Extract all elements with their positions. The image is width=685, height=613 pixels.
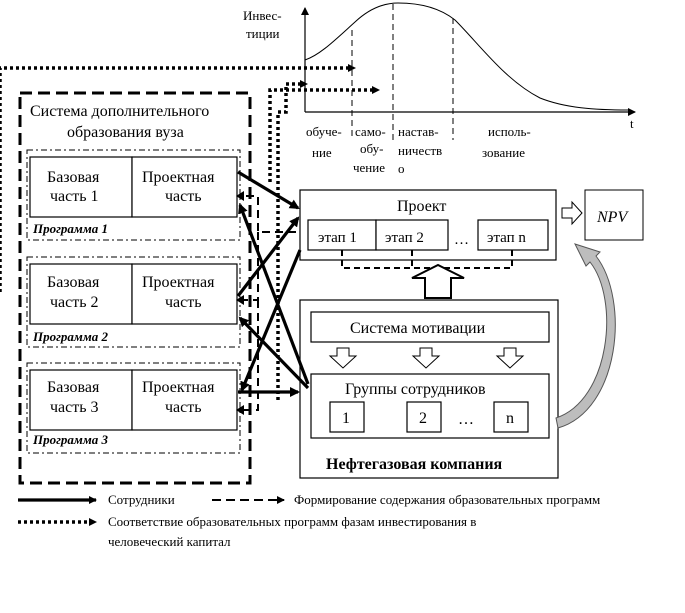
phase-1-label-l1: обуче- [306,124,342,139]
program-3-proj-l1: Проектная [142,379,215,396]
group-2-label: 2 [419,410,427,427]
employee-arrow-p2 [236,216,300,297]
company-name: Нефтегазовая компания [326,456,503,473]
program-1-proj-l2: часть [165,188,202,205]
legend-correspondence-label-l2: человеческий капитал [108,534,231,549]
motivation-arrow-1 [328,347,358,369]
program-2-base-l2: часть 2 [50,294,99,311]
npv-arrow [561,200,583,226]
university-system: Система дополнительного образования вуза… [18,91,252,485]
program-1-base-l1: Базовая [47,169,100,186]
feedback-arrow [555,243,616,429]
group-1-label: 1 [342,410,350,427]
group-n-label: n [506,410,514,427]
university-system-frame [18,91,252,485]
npv-box [584,189,644,241]
y-axis-label-line2: тиции [246,26,280,41]
motivation-box [310,311,550,343]
legend: Сотрудники Формирование содержания образ… [18,492,600,549]
program-3-base-part [29,369,133,431]
university-system-title-l2: образования вуза [67,124,184,141]
motivation-arrow-3 [495,347,525,369]
npv-label: NPV [596,209,629,226]
project-stage-n [477,219,549,251]
program-1: Базовая часть 1 Проектная часть Программ… [26,149,241,241]
phase-1-label-l2: ние [312,145,332,160]
correspondence-line-1 [0,66,348,292]
program-3-base-l2: часть 3 [50,399,99,416]
employee-arrows [236,170,310,397]
employee-arrow-group-p1 [238,203,310,385]
project-stage-2-label: этап 2 [385,230,424,246]
program-3-proj-l2: часть [165,399,202,416]
program-3-caption: Программа 3 [32,432,108,447]
program-3: Базовая часть 3 Проектная часть Программ… [26,362,241,454]
content-formation-arrows [244,195,296,411]
program-3-base-l1: Базовая [47,379,100,396]
university-system-title-l1: Система дополнительного [30,103,209,120]
group-1-box [329,401,365,433]
phase-3-label-l3: о [398,161,405,176]
program-1-caption: Программа 1 [32,221,108,236]
project-stage-ellipsis: … [454,232,469,248]
correspondence-line-3 [276,82,300,400]
employee-arrow-p1 [237,170,300,210]
phase-2-label-l1: само- [355,124,386,139]
correspondence-line-2 [268,88,372,182]
npv-block: NPV [561,189,644,241]
program-1-project-part [131,156,238,218]
project-stage-1-label: этап 1 [318,230,357,246]
program-2: Базовая часть 2 Проектная часть Программ… [26,256,241,348]
program-3-project-part [131,369,238,431]
program-2-proj-l2: часть [165,294,202,311]
correspondence-arrowheads [300,64,380,94]
phase-4-label-l1: исполь- [488,124,531,139]
group-2-box [406,401,442,433]
company-to-project-arrow [411,263,465,299]
stage-links [341,250,513,269]
investment-curve [304,2,629,111]
investment-curve-chart: Инвес- тиции t обуче- ние само- обу- чен… [243,2,636,176]
program-1-proj-l1: Проектная [142,169,215,186]
legend-employees-label: Сотрудники [108,492,175,507]
program-2-project-part [131,263,238,325]
legend-content-formation-label: Формирование содержания образовательных … [294,492,600,507]
project-block: Проект этап 1 этап 2 … этап n [299,189,557,261]
program-2-caption: Программа 2 [32,329,108,344]
employee-arrow-group-p2 [238,316,310,390]
project-stage-n-label: этап n [487,230,526,246]
program-2-base-l1: Базовая [47,274,100,291]
company-block: Система мотивации Группы сотрудников 1 2… [299,299,559,479]
motivation-arrow-2 [411,347,441,369]
legend-correspondence-label-l1: Соответствие образовательных программ фа… [108,514,476,529]
y-axis-label-line1: Инвес- [243,8,282,23]
program-2-base-part [29,263,133,325]
program-2-proj-l1: Проектная [142,274,215,291]
group-ellipsis: … [458,411,474,428]
phase-2-label-l2: обу- [360,141,383,156]
program-1-base-l2: часть 1 [50,188,99,205]
phase-3-label-l1: настав- [398,124,439,139]
phase-2-label-l3: чение [353,160,385,175]
content-formation-arrowheads [236,191,244,415]
correspondence-lines [0,66,372,400]
program-1-base-part [29,156,133,218]
phase-3-label-l2: ничеств [398,143,442,158]
project-stage-2 [375,219,449,251]
motivation-label: Система мотивации [350,320,486,337]
group-n-box [493,401,529,433]
t-axis-label: t [630,116,634,131]
employee-groups-title: Группы сотрудников [345,381,486,398]
phase-4-label-l2: зование [482,145,525,160]
employee-arrow-project-p3 [240,249,302,392]
project-title: Проект [397,198,446,215]
